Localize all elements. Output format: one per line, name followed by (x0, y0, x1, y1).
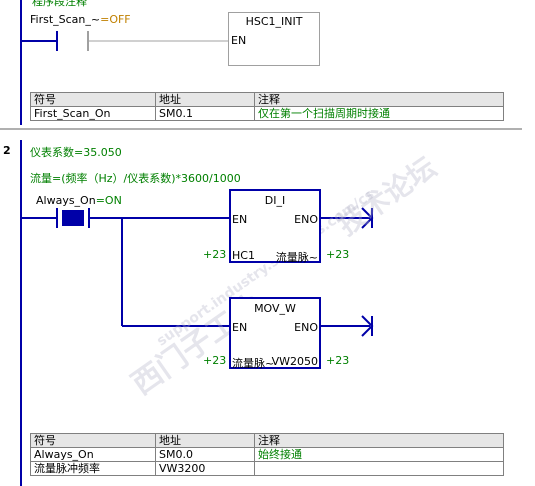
hsc1-init-title: HSC1_INIT (245, 15, 303, 28)
contact-symbol: First_Scan_~ (30, 13, 101, 26)
di-i-in-label: HC1 (232, 249, 255, 262)
symbol-cell: First_Scan_On (30, 106, 156, 121)
network2-number: 2 (3, 144, 11, 157)
power-rail-network1 (20, 0, 22, 125)
hsc1-en-pin: EN (231, 34, 247, 47)
address-cell: SM0.0 (155, 447, 255, 462)
di-i-en-pin: EN (232, 213, 248, 226)
col-address: 地址 (155, 433, 255, 448)
contact-state: =ON (95, 194, 122, 207)
network2-symbol-table: 符号 地址 注释 Always_On SM0.0 始终接通 流量脉冲频率 VW3… (30, 433, 504, 476)
power-rail-network2 (20, 140, 22, 486)
comment-cell: 仅在第一个扫描周期时接通 (254, 106, 504, 121)
di-i-box[interactable]: DI_I EN ENO HC1 流量脉~ (229, 189, 321, 264)
col-symbol: 符号 (30, 433, 156, 448)
network1-contact-label[interactable]: First_Scan_~=OFF (30, 13, 131, 26)
mov-w-en-pin: EN (232, 321, 248, 334)
col-comment: 注释 (254, 92, 504, 107)
di-i-in-value: +23 (203, 248, 227, 261)
hsc1-init-box[interactable]: HSC1_INIT EN (228, 12, 320, 66)
network-separator (0, 128, 522, 130)
contact-state: =OFF (100, 13, 131, 26)
mov-w-in-value: +23 (203, 354, 227, 367)
mov-w-eno-pin: ENO (294, 321, 318, 334)
network-gutter (0, 0, 20, 486)
network2-comment-line2: 流量=(频率（Hz）/仪表系数)*3600/1000 (30, 172, 241, 185)
comment-cell (254, 461, 504, 476)
symbol-cell: 流量脉冲频率 (30, 461, 156, 476)
address-cell: VW3200 (155, 461, 255, 476)
di-i-eno-pin: ENO (294, 213, 318, 226)
network1-symbol-table: 符号 地址 注释 First_Scan_On SM0.1 仅在第一个扫描周期时接… (30, 92, 504, 121)
network1-comment: 程序段注释 (32, 0, 87, 8)
symbol-cell: Always_On (30, 447, 156, 462)
mov-w-title: MOV_W (254, 302, 296, 315)
mov-w-out-label: VW2050 (271, 355, 318, 368)
mov-w-in-label: 流量脉~ (232, 357, 275, 370)
network1-rung (22, 31, 228, 51)
di-i-out-value: +23 (326, 248, 350, 261)
col-comment: 注释 (254, 433, 504, 448)
di-i-out-label: 流量脉~ (275, 251, 318, 264)
mov-w-out-value: +23 (326, 354, 350, 367)
mov-w-box[interactable]: MOV_W EN ENO 流量脉~ VW2050 (229, 297, 321, 370)
network2-contact-label[interactable]: Always_On=ON (36, 194, 122, 207)
col-address: 地址 (155, 92, 255, 107)
comment-cell: 始终接通 (254, 447, 504, 462)
contact-symbol: Always_On (36, 194, 96, 207)
di-i-title: DI_I (264, 194, 286, 207)
address-cell: SM0.1 (155, 106, 255, 121)
network2-comment-line1: 仪表系数=35.050 (30, 146, 122, 159)
